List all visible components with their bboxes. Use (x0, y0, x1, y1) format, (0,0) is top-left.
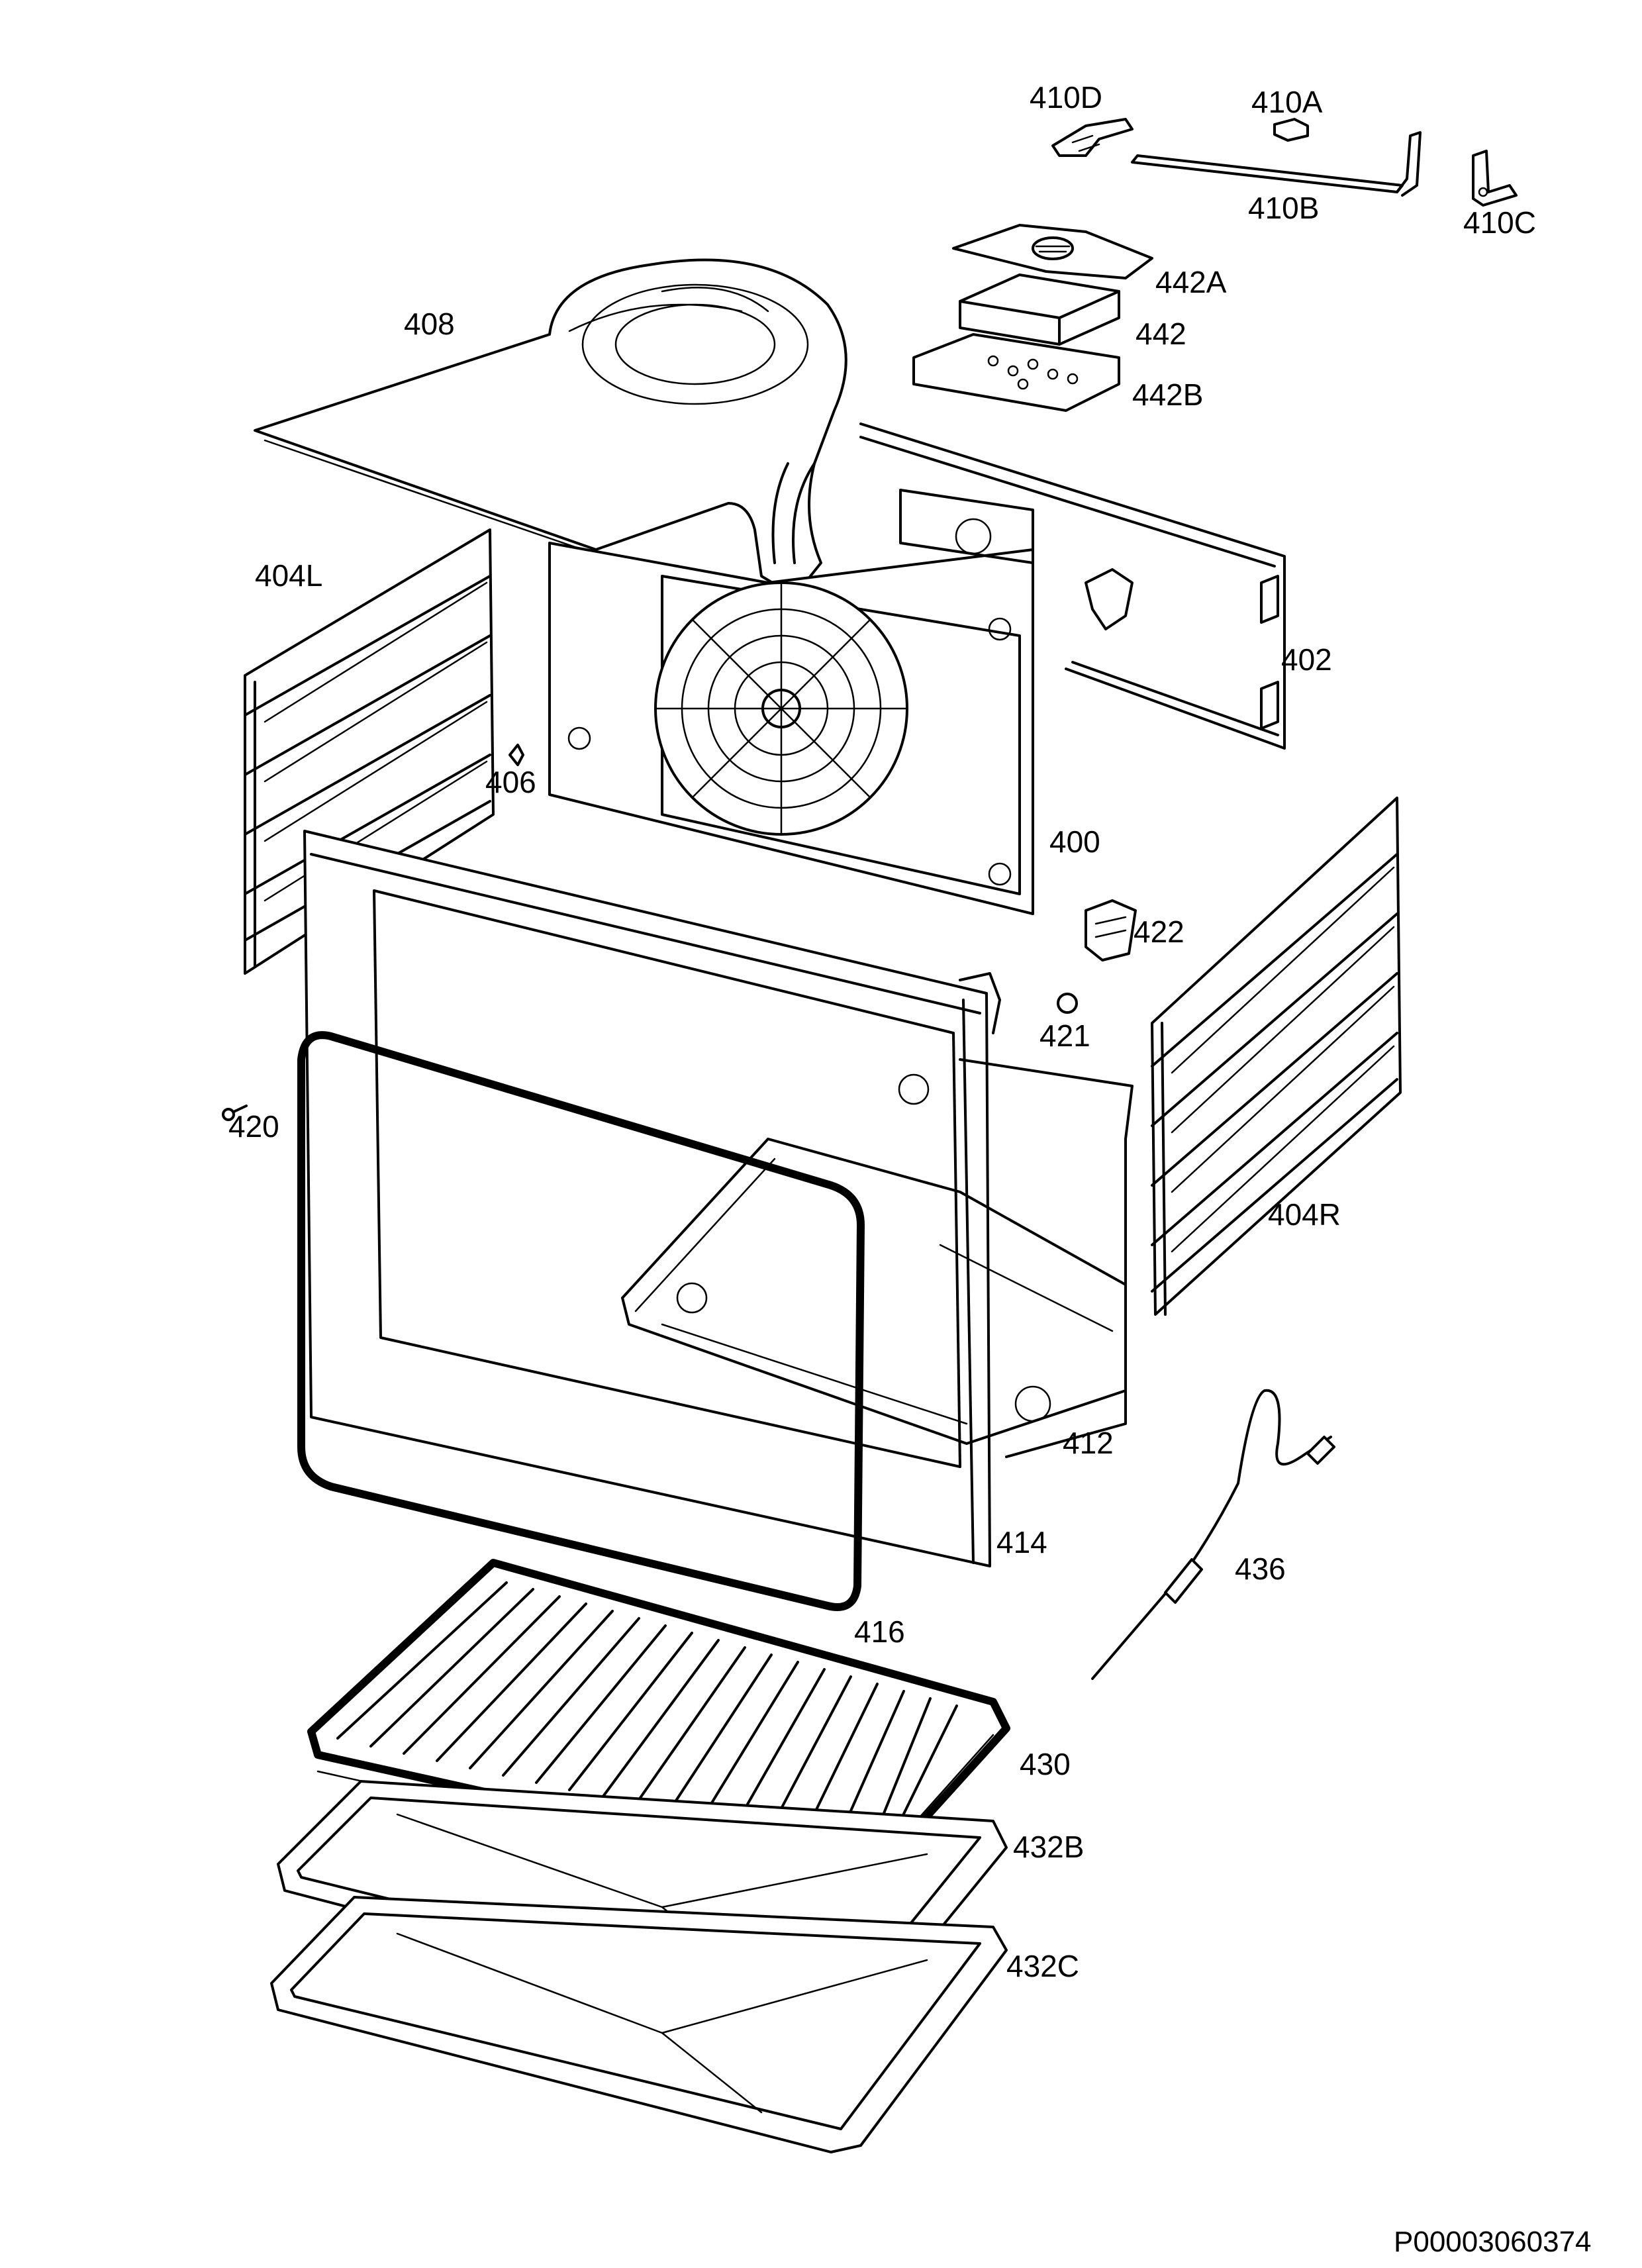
part-402-side-panel (859, 422, 1286, 750)
label-421: 421 (1039, 1018, 1090, 1053)
part-410B-rod (1131, 131, 1422, 197)
label-412: 412 (1063, 1426, 1114, 1460)
part-412-oven-floor (621, 1058, 1134, 1458)
label-404L: 404L (255, 558, 322, 593)
label-442: 442 (1135, 317, 1186, 351)
label-430: 430 (1020, 1747, 1071, 1781)
part-442B-tray (912, 333, 1120, 412)
label-408: 408 (404, 307, 455, 341)
label-414: 414 (996, 1525, 1047, 1559)
part-442-insulation-block (959, 273, 1120, 346)
part-421-lamp-holder (1057, 993, 1078, 1014)
label-416: 416 (854, 1614, 905, 1649)
label-404R: 404R (1268, 1197, 1341, 1232)
part-442A-cover (952, 224, 1153, 279)
part-410A-clip (1273, 118, 1309, 142)
part-414-front-frame (303, 830, 1001, 1567)
label-420: 420 (228, 1109, 279, 1144)
label-410D: 410D (1030, 80, 1102, 115)
label-436: 436 (1235, 1552, 1286, 1586)
part-410C-bracket (1472, 150, 1518, 207)
part-422-switch (1085, 899, 1137, 961)
label-406: 406 (485, 765, 536, 799)
label-410C: 410C (1463, 205, 1536, 240)
part-404L-left-shelf-support (244, 528, 495, 975)
part-436-meat-probe (1091, 1389, 1335, 1680)
part-410D-clip (1051, 118, 1134, 157)
part-406-screw (508, 744, 524, 766)
label-432C: 432C (1006, 1949, 1079, 1983)
part-420-screw (222, 1105, 248, 1121)
part-432C-roasting-pan (270, 1896, 1008, 2153)
label-410B: 410B (1248, 191, 1319, 225)
part-416-door-seal (297, 1031, 865, 1611)
part-404R-right-shelf-support (1151, 797, 1402, 1316)
label-442A: 442A (1155, 265, 1227, 299)
label-432B: 432B (1013, 1830, 1084, 1864)
label-402: 402 (1281, 642, 1332, 677)
label-422: 422 (1134, 914, 1184, 949)
label-400: 400 (1049, 824, 1100, 859)
document-id: P00003060374 (1394, 2226, 1592, 2258)
label-410A: 410A (1251, 85, 1323, 119)
label-442B: 442B (1132, 377, 1203, 412)
part-400-back-panel (548, 489, 1034, 915)
